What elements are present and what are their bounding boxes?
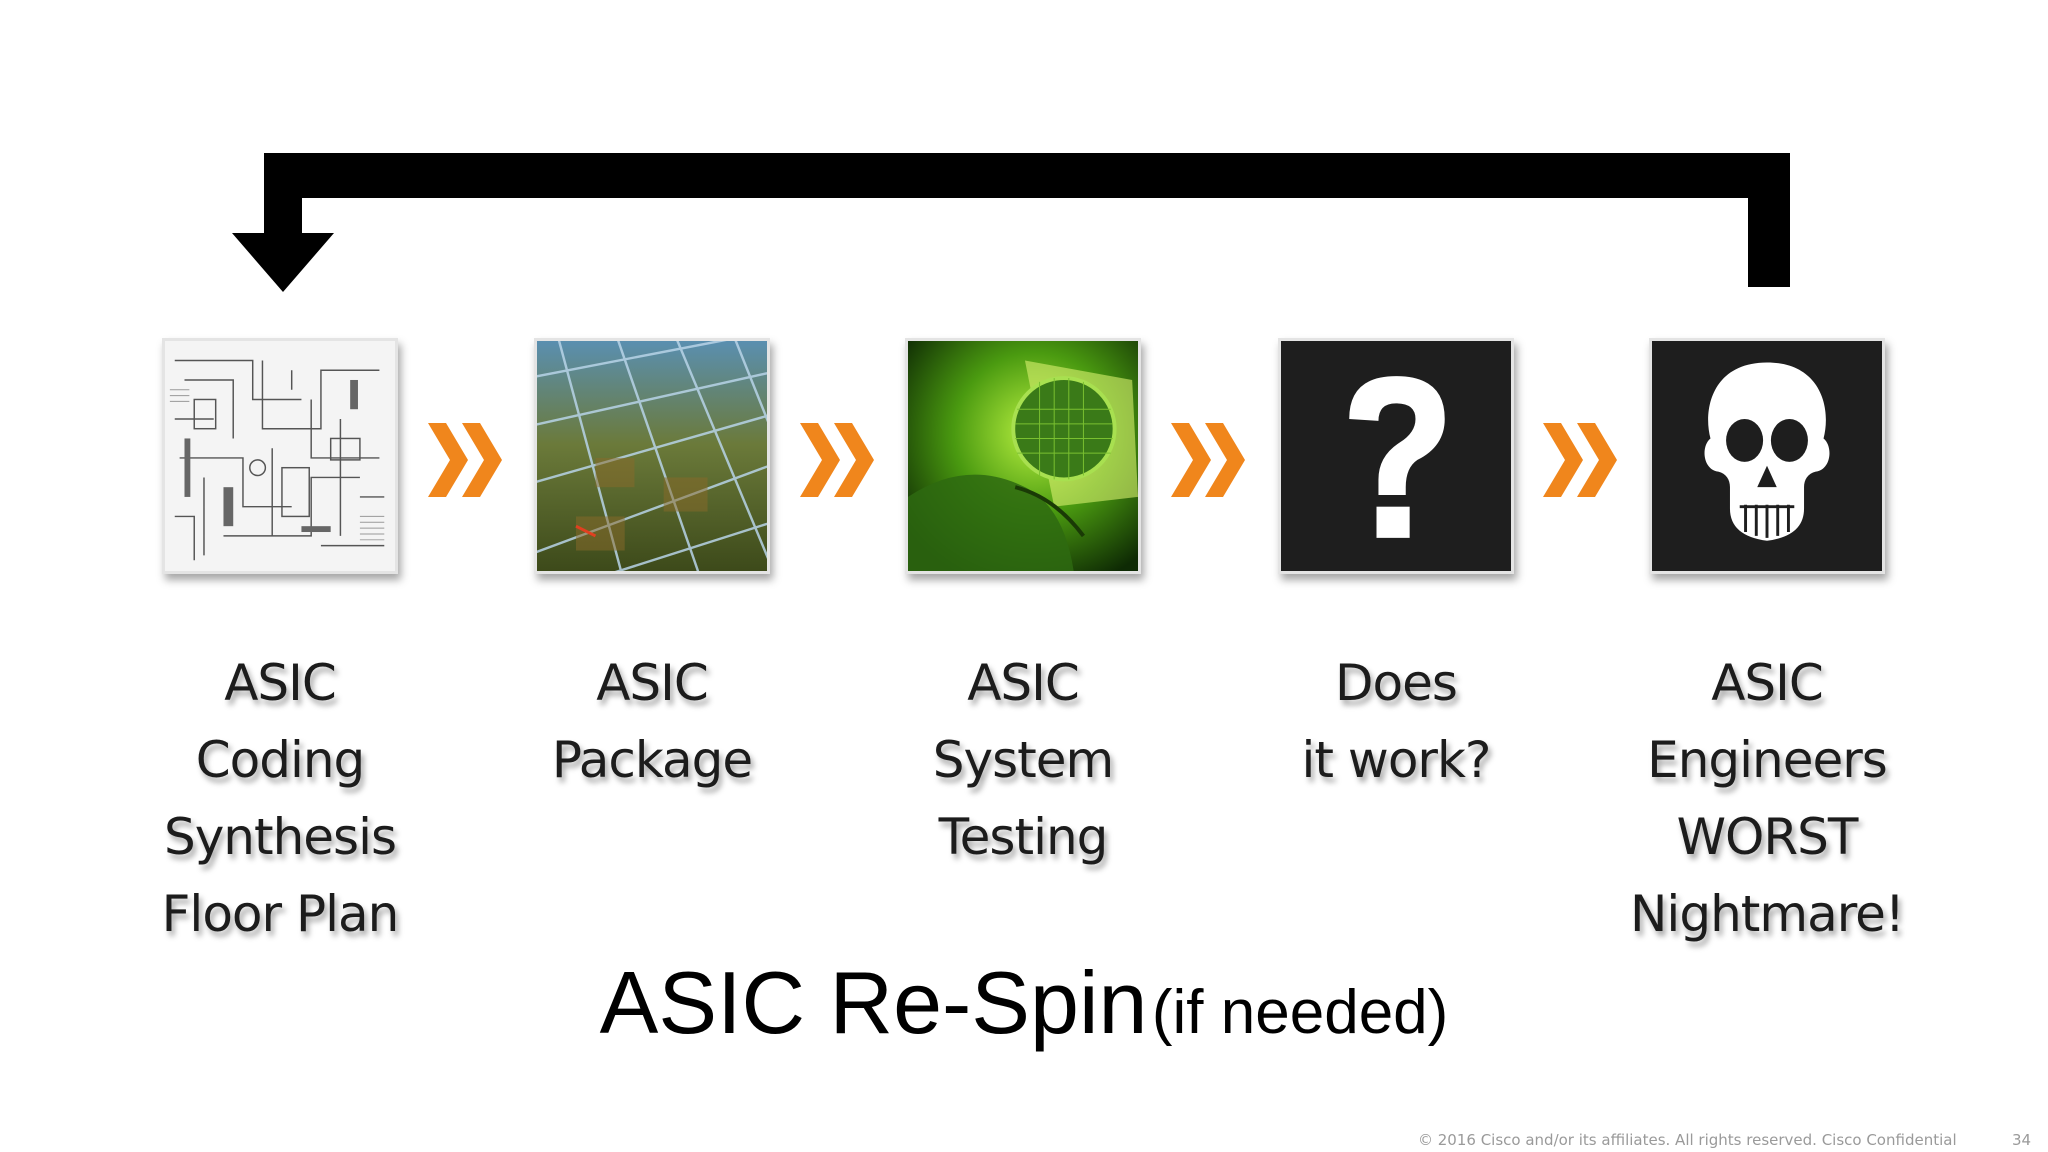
page-number: 34 bbox=[2012, 1131, 2032, 1149]
circuit-schematic-tile bbox=[162, 338, 398, 574]
double-chevron-right-icon bbox=[800, 423, 874, 497]
wafer-testing-icon bbox=[908, 341, 1138, 571]
question-mark-icon bbox=[1281, 341, 1511, 571]
circuit-schematic-icon bbox=[165, 341, 395, 571]
skull-icon bbox=[1652, 341, 1882, 571]
double-chevron-right-icon bbox=[1171, 423, 1245, 497]
wafer-testing-tile bbox=[905, 338, 1141, 574]
feedback-arrow-icon bbox=[232, 153, 1790, 292]
step-caption-coding: ASIC Coding Synthesis Floor Plan bbox=[161, 654, 400, 943]
step-caption-package: ASIC Package bbox=[551, 654, 753, 789]
respin-sub-text: (if needed) bbox=[1151, 978, 1449, 1047]
step-caption-does-it-work: Does it work? bbox=[1301, 654, 1492, 789]
step-caption-nightmare: ASIC Engineers WORST Nightmare! bbox=[1630, 654, 1905, 943]
footer-copyright: © 2016 Cisco and/or its affiliates. All … bbox=[1418, 1131, 1957, 1149]
wafer-package-tile bbox=[534, 338, 770, 574]
respin-title: ASIC Re-Spin (if needed) bbox=[0, 952, 2048, 1054]
double-chevron-right-icon bbox=[428, 423, 502, 497]
double-chevron-right-icon bbox=[1543, 423, 1617, 497]
respin-main-text: ASIC Re-Spin bbox=[599, 953, 1148, 1052]
step-caption-testing: ASIC System Testing bbox=[932, 654, 1114, 866]
question-mark-tile bbox=[1278, 338, 1514, 574]
skull-tile bbox=[1649, 338, 1885, 574]
wafer-package-icon bbox=[537, 341, 767, 571]
